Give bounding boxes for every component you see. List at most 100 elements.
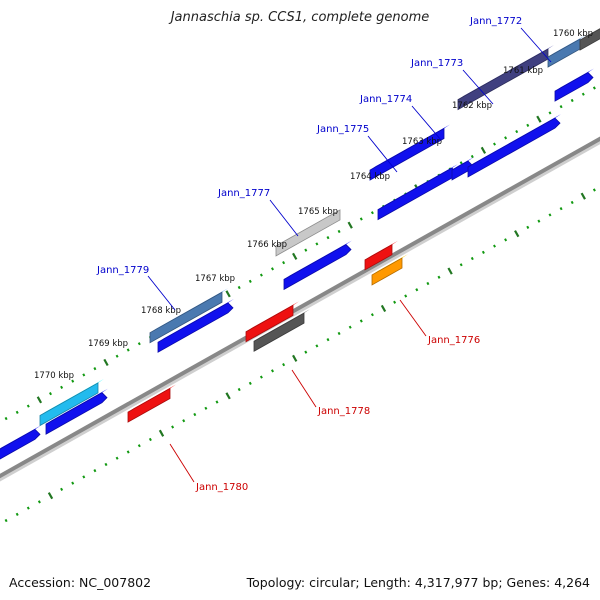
tick	[459, 263, 463, 267]
kbp-label-1769: 1769 kbp	[88, 339, 128, 349]
tick	[437, 275, 441, 279]
tick	[126, 450, 130, 454]
gene-body	[364, 244, 393, 271]
tick	[580, 192, 586, 200]
gene-leader-line	[411, 105, 442, 141]
tick	[592, 188, 596, 192]
tick	[315, 344, 319, 348]
tick	[82, 475, 86, 479]
gene-block-b	[45, 388, 108, 435]
tick	[481, 250, 485, 254]
accession-text: Accession: NC_007802	[9, 575, 152, 590]
tick	[248, 381, 252, 385]
topology-text: Topology: circular; Length: 4,317,977 bp…	[246, 575, 590, 590]
gene-body	[245, 304, 294, 343]
kbp-label-1765: 1765 kbp	[298, 207, 338, 217]
tick	[470, 154, 474, 159]
tick-row-bottom	[4, 188, 596, 523]
gene-block-1779	[149, 288, 228, 344]
gene-body	[547, 38, 581, 68]
tick	[204, 406, 208, 410]
gene-block-1773	[457, 45, 554, 111]
tick	[115, 456, 119, 460]
kbp-label-1767: 1767 kbp	[195, 274, 235, 284]
gene-block-c	[157, 298, 234, 353]
tick	[182, 419, 186, 423]
tick	[104, 462, 108, 467]
gene-body	[127, 387, 171, 423]
gene-body	[275, 209, 341, 257]
gene-block-a	[0, 425, 41, 460]
tick	[581, 92, 585, 96]
kbp-label-1762: 1762 kbp	[452, 101, 492, 111]
tick	[370, 211, 374, 215]
gene-body	[554, 72, 594, 102]
tick	[282, 261, 286, 265]
tick	[171, 425, 175, 429]
tick	[60, 487, 64, 491]
tick	[292, 252, 298, 260]
tick	[259, 375, 263, 379]
tick	[15, 410, 19, 414]
tick	[71, 481, 75, 485]
gene-block-1771	[579, 28, 600, 51]
tick	[26, 404, 30, 408]
gene-leader-line	[462, 69, 494, 105]
tick	[470, 256, 474, 261]
tick	[237, 285, 241, 290]
gene-label-jann-1777: Jann_1777	[217, 188, 270, 199]
tick	[480, 146, 487, 154]
gene-label-jann-1773: Jann_1773	[410, 58, 463, 69]
tick	[592, 86, 596, 90]
tick	[282, 363, 286, 367]
gene-body	[467, 117, 561, 178]
tick	[15, 512, 19, 516]
tick	[493, 244, 496, 248]
tick	[559, 207, 563, 211]
kbp-label-1760: 1760 kbp	[553, 29, 593, 39]
gene-block-1778-rev	[127, 384, 176, 423]
tick	[215, 400, 219, 404]
tick	[126, 348, 130, 352]
kbp-label-1764: 1764 kbp	[350, 172, 390, 182]
tick	[459, 161, 463, 165]
gene-block-h	[554, 68, 594, 102]
kbp-label-1766: 1766 kbp	[247, 240, 287, 250]
gene-block-red-b	[245, 301, 299, 343]
tick	[4, 518, 8, 523]
tick	[326, 236, 330, 240]
tick	[137, 342, 141, 346]
tick-row-top	[4, 86, 596, 421]
tick	[148, 437, 152, 442]
tick	[103, 358, 109, 367]
tick	[348, 325, 352, 329]
tick	[315, 242, 319, 246]
gene-block-1780	[39, 378, 104, 427]
gene-label-jann-1778: Jann_1778	[317, 406, 370, 417]
tick	[426, 281, 430, 286]
tick	[292, 354, 298, 362]
gene-body	[283, 244, 352, 291]
tick	[47, 492, 54, 500]
gene-block-g	[467, 114, 561, 178]
kbp-label-1770: 1770 kbp	[34, 371, 74, 381]
gene-body	[0, 428, 41, 460]
tick	[26, 506, 30, 510]
kbp-label-1763: 1763 kbp	[402, 137, 442, 147]
gene-body	[45, 392, 108, 435]
gene-block-1776-rev	[364, 240, 398, 271]
tick	[4, 416, 8, 421]
gene-label-jann-1779: Jann_1779	[96, 265, 149, 276]
tick	[49, 392, 52, 396]
tick	[493, 142, 496, 146]
tick	[447, 267, 453, 275]
tick	[225, 392, 231, 400]
gene-block-1777	[275, 205, 346, 257]
tick	[137, 444, 141, 448]
gene-block-d	[283, 240, 352, 291]
tick	[93, 469, 97, 473]
tick	[304, 350, 308, 354]
tick	[225, 290, 231, 298]
tick	[526, 123, 530, 127]
